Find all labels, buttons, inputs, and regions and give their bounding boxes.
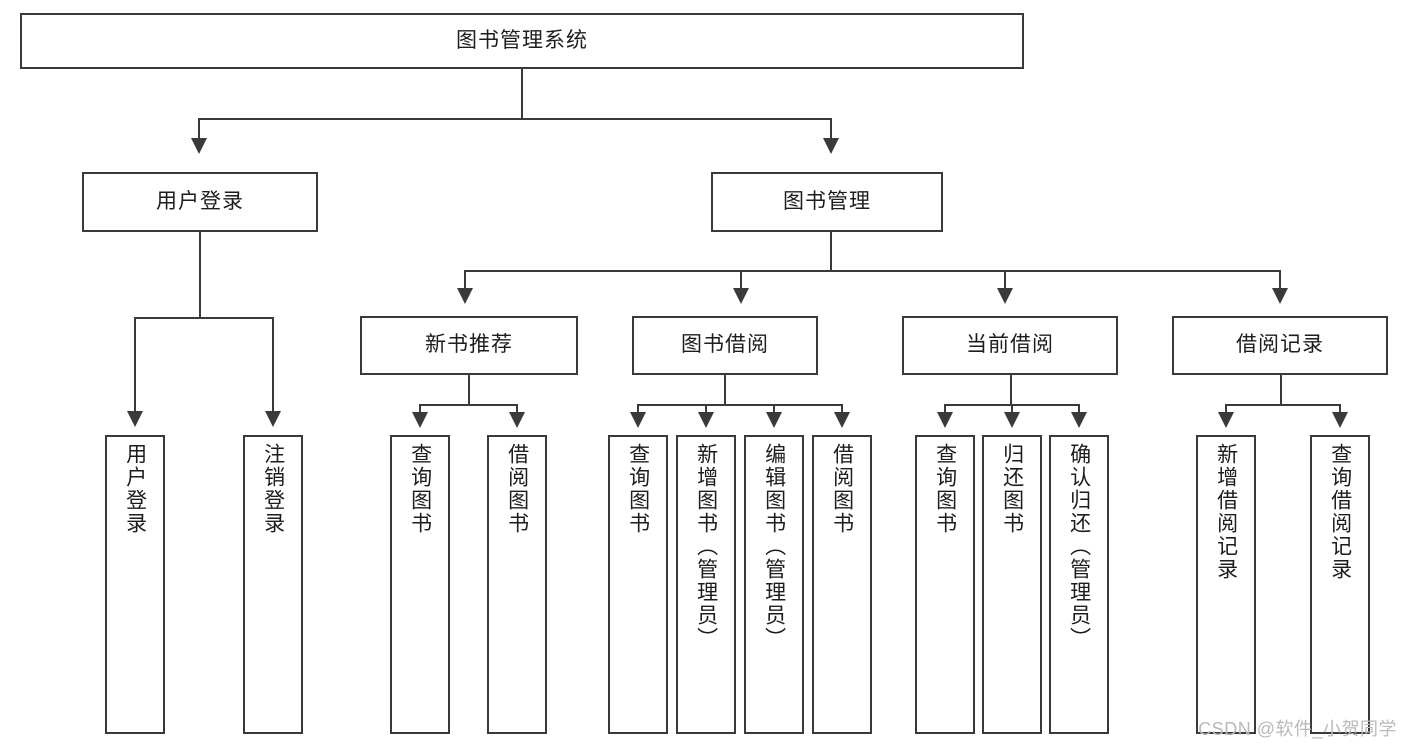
connector-cb-b2: [1011, 404, 1013, 414]
connector-root-bar: [198, 118, 832, 120]
node-user-login[interactable]: 用户登录: [82, 172, 318, 232]
connector-user-login-b2: [272, 317, 274, 413]
connector-bb-b4: [841, 404, 843, 414]
node-user-login-label: 用户登录: [156, 189, 244, 213]
arrow-root-to-book-management: [823, 138, 839, 154]
node-book-management[interactable]: 图书管理: [711, 172, 943, 232]
node-new-book-recommend-label: 新书推荐: [425, 333, 513, 357]
arrow-br-b1: [1218, 412, 1234, 428]
connector-root-stem: [521, 69, 523, 119]
node-current-borrow-label: 当前借阅: [966, 333, 1054, 357]
leaf-borrow-book-2-label: 借阅图书: [830, 443, 854, 535]
connector-bm-b4: [1279, 270, 1281, 290]
node-borrow-record[interactable]: 借阅记录: [1172, 316, 1388, 375]
arrow-cb-b1: [937, 412, 953, 428]
node-new-book-recommend[interactable]: 新书推荐: [360, 316, 578, 375]
leaf-borrow-book-2[interactable]: 借阅图书: [812, 435, 872, 734]
leaf-user-login-label: 用户登录: [123, 443, 147, 535]
node-book-borrow[interactable]: 图书借阅: [632, 316, 818, 375]
leaf-query-book-3[interactable]: 查询图书: [915, 435, 975, 734]
watermark-text: CSDN @软件_小贺同学: [1198, 719, 1397, 739]
leaf-edit-book[interactable]: 编辑图书（管理员）: [744, 435, 804, 734]
arrow-bb-b1: [630, 412, 646, 428]
connector-user-login-b1: [134, 317, 136, 413]
node-root-label: 图书管理系统: [456, 28, 588, 52]
leaf-user-login[interactable]: 用户登录: [105, 435, 165, 734]
leaf-add-book[interactable]: 新增图书（管理员）: [676, 435, 736, 734]
leaf-add-record[interactable]: 新增借阅记录: [1196, 435, 1256, 734]
connector-nbr-stem: [468, 375, 470, 405]
node-root[interactable]: 图书管理系统: [20, 13, 1024, 69]
leaf-query-record-label: 查询借阅记录: [1328, 443, 1352, 581]
leaf-return-book[interactable]: 归还图书: [982, 435, 1042, 734]
connector-bm-b3: [1004, 270, 1006, 290]
connector-book-management-bar: [464, 270, 1280, 272]
leaf-add-record-label: 新增借阅记录: [1214, 443, 1238, 581]
connector-br-bar: [1225, 404, 1341, 406]
leaf-logout-login-label: 注销登录: [261, 443, 285, 535]
leaf-query-book-3-label: 查询图书: [933, 443, 957, 535]
leaf-logout-login[interactable]: 注销登录: [243, 435, 303, 734]
connector-bm-b1: [464, 270, 466, 290]
connector-br-b1: [1225, 404, 1227, 414]
arrow-bm-b4: [1272, 288, 1288, 304]
arrow-user-login-b2: [265, 411, 281, 427]
arrow-bb-b4: [834, 412, 850, 428]
leaf-edit-book-label: 编辑图书（管理员）: [762, 443, 786, 650]
leaf-query-book-1[interactable]: 查询图书: [390, 435, 450, 734]
connector-nbr-b1: [419, 404, 421, 414]
leaf-borrow-book-1[interactable]: 借阅图书: [487, 435, 547, 734]
connector-nbr-b2: [516, 404, 518, 414]
arrow-bm-b3: [997, 288, 1013, 304]
leaf-confirm-return[interactable]: 确认归还（管理员）: [1049, 435, 1109, 734]
connector-user-login-stem: [199, 232, 201, 318]
arrow-bm-b2: [733, 288, 749, 304]
arrow-nbr-b1: [412, 412, 428, 428]
leaf-borrow-book-1-label: 借阅图书: [505, 443, 529, 535]
connector-bb-b1: [637, 404, 639, 414]
connector-root-to-book-management: [830, 118, 832, 140]
leaf-confirm-return-label: 确认归还（管理员）: [1067, 443, 1091, 650]
connector-cb-stem: [1010, 375, 1012, 405]
leaf-return-book-label: 归还图书: [1000, 443, 1024, 535]
node-book-borrow-label: 图书借阅: [681, 333, 769, 357]
connector-bb-b3: [773, 404, 775, 414]
connector-bb-b2: [705, 404, 707, 414]
connector-bb-stem: [724, 375, 726, 405]
connector-root-to-user-login: [198, 118, 200, 140]
leaf-query-book-1-label: 查询图书: [408, 443, 432, 535]
connector-nbr-bar: [419, 404, 518, 406]
leaf-add-book-label: 新增图书（管理员）: [694, 443, 718, 650]
connector-cb-b3: [1078, 404, 1080, 414]
connector-br-stem: [1280, 375, 1282, 405]
connector-cb-b1: [944, 404, 946, 414]
node-book-management-label: 图书管理: [783, 189, 871, 213]
arrow-user-login-b1: [127, 411, 143, 427]
connector-bb-bar: [637, 404, 842, 406]
leaf-query-record[interactable]: 查询借阅记录: [1310, 435, 1370, 734]
connector-bm-b2: [740, 270, 742, 290]
node-borrow-record-label: 借阅记录: [1236, 333, 1324, 357]
arrow-root-to-user-login: [191, 138, 207, 154]
node-current-borrow[interactable]: 当前借阅: [902, 316, 1118, 375]
arrow-br-b2: [1332, 412, 1348, 428]
arrow-cb-b3: [1071, 412, 1087, 428]
leaf-query-book-2-label: 查询图书: [626, 443, 650, 535]
connector-br-b2: [1339, 404, 1341, 414]
arrow-bb-b2: [698, 412, 714, 428]
arrow-bb-b3: [766, 412, 782, 428]
arrow-bm-b1: [457, 288, 473, 304]
arrow-cb-b2: [1004, 412, 1020, 428]
connector-user-login-bar: [134, 317, 274, 319]
leaf-query-book-2[interactable]: 查询图书: [608, 435, 668, 734]
connector-book-management-stem: [830, 232, 832, 272]
arrow-nbr-b2: [509, 412, 525, 428]
